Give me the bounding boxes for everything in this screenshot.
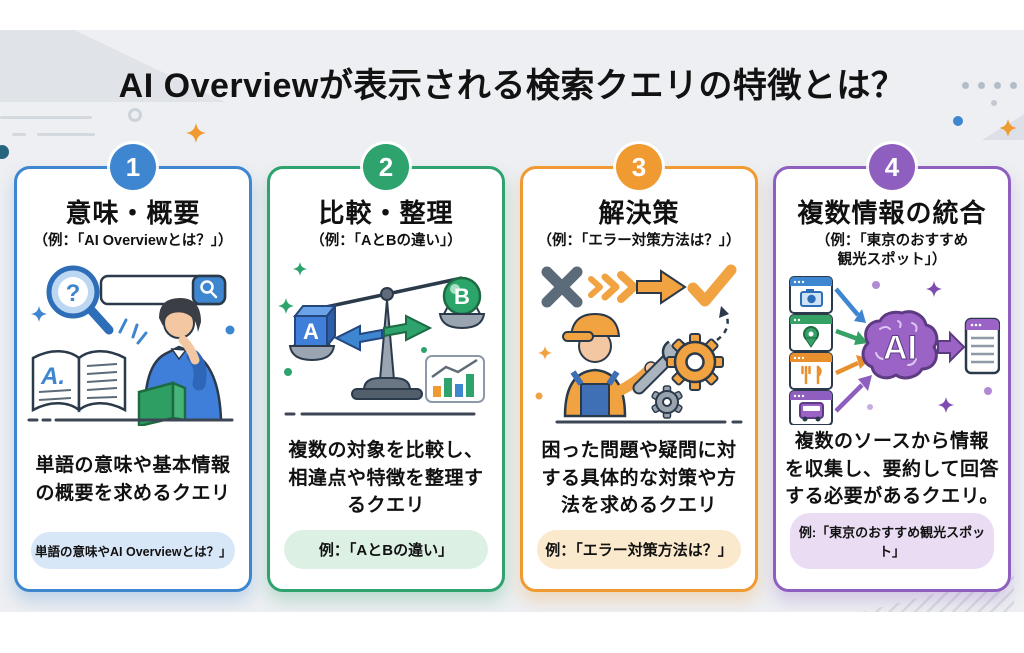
decor-dot bbox=[225, 325, 235, 335]
card-title: 複数情報の統合 bbox=[797, 198, 987, 228]
balance-scale: A B bbox=[288, 276, 486, 401]
sparkle-icon bbox=[538, 346, 552, 361]
card-title: 解決策 bbox=[598, 198, 680, 228]
card-title: 意味・概要 bbox=[65, 198, 201, 228]
card-subtitle: （例：「AとBの違い」） bbox=[310, 233, 462, 249]
check-icon bbox=[687, 264, 737, 307]
card-illustration-balance-scale: A B bbox=[278, 255, 494, 427]
sparkle-icon bbox=[999, 119, 1017, 137]
search-bar bbox=[99, 274, 227, 306]
sphere-b: B bbox=[442, 276, 482, 316]
arrow-icon bbox=[636, 269, 687, 305]
card-meaning-overview: 1 意味・概要 （例：「AI Overviewとは？」） ? bbox=[14, 144, 252, 592]
card-description: 複数のソースから情報 を収集し、要約して回答 する必要があるクエリ。 bbox=[785, 431, 999, 508]
sparkle-icon bbox=[278, 262, 307, 315]
map-pin-icon bbox=[803, 326, 819, 349]
sparkle-icon bbox=[186, 123, 206, 143]
source-window-map bbox=[789, 275, 833, 353]
chart-card-icon bbox=[425, 355, 485, 404]
card-multi-source-integration: 4 複数情報の統合 （例：「東京のおすすめ 観光スポット」） bbox=[773, 144, 1011, 592]
search-icon bbox=[200, 280, 218, 299]
ai-brain-icon: AI bbox=[861, 310, 939, 380]
decor-line bbox=[37, 133, 95, 136]
utensils-icon bbox=[801, 366, 822, 385]
cards-row: 1 意味・概要 （例：「AI Overviewとは？」） ? bbox=[14, 144, 1011, 592]
page-title: AI Overviewが表示される検索クエリの特徴とは？ bbox=[118, 67, 906, 105]
sparkle-icon bbox=[31, 306, 47, 323]
svg-text:A.: A. bbox=[40, 363, 65, 390]
decor-dot bbox=[867, 404, 873, 411]
gear-icon bbox=[666, 333, 724, 392]
card-compare-organize: 2 比較・整理 （例：「AとBの違い」） bbox=[267, 144, 505, 592]
card-example-pill: 例:「東京のおすすめ観光スポット」 bbox=[790, 513, 994, 569]
infographic-canvas: AI Overviewが表示される検索クエリの特徴とは？ 1 意味・概要 （例：… bbox=[0, 30, 1024, 612]
decor-dash bbox=[12, 133, 26, 136]
card-illustration-ai-aggregation: AI bbox=[784, 274, 1000, 426]
camera-icon bbox=[800, 289, 823, 308]
card-example-pill: 単語の意味やAI Overviewとは？」 bbox=[31, 532, 235, 569]
card-subtitle: （例：「東京のおすすめ 観光スポット」） bbox=[815, 233, 969, 269]
decor-dot bbox=[535, 392, 543, 400]
card-title: 比較・整理 bbox=[318, 198, 454, 228]
small-gear-icon bbox=[651, 385, 683, 419]
result-document-icon bbox=[964, 318, 1000, 375]
decor-line bbox=[0, 116, 92, 119]
cube-a: A bbox=[292, 303, 338, 349]
flow-arrows bbox=[834, 287, 872, 413]
card-subtitle: （例：「エラー対策方法は？」） bbox=[537, 233, 741, 249]
card-description: 困った問題や疑問に対 する具体的な対策や方 法を求めるクエリ bbox=[541, 440, 737, 517]
sparkle-icon bbox=[926, 281, 954, 414]
open-book-icon: A. bbox=[31, 350, 127, 413]
card-subtitle: （例：「AI Overviewとは？」） bbox=[33, 233, 233, 249]
decor-dot bbox=[284, 368, 292, 377]
decor-circle-outline bbox=[128, 108, 142, 122]
source-window-bus bbox=[789, 390, 833, 426]
decor-dot-blue bbox=[953, 116, 963, 126]
worker-person bbox=[562, 313, 658, 418]
decor-dot-gray bbox=[991, 100, 997, 106]
card-number-badge: 4 bbox=[869, 144, 915, 190]
arrow-icon bbox=[937, 330, 966, 364]
decor-dot bbox=[984, 387, 992, 396]
compare-arrows-icon bbox=[333, 314, 433, 352]
card-description: 単語の意味や基本情報 の概要を求めるクエリ bbox=[35, 455, 231, 504]
decor-dot bbox=[872, 281, 880, 290]
progress-arrow-icon bbox=[588, 271, 638, 304]
curved-arrow-icon bbox=[716, 306, 729, 342]
decor-dot-teal bbox=[0, 145, 9, 159]
card-illustration-search-reading: ? A. bbox=[25, 255, 241, 427]
emphasis-ticks bbox=[118, 318, 148, 345]
svg-text:A: A bbox=[303, 319, 319, 344]
card-number-badge: 1 bbox=[110, 144, 156, 190]
card-number-badge: 2 bbox=[363, 144, 409, 190]
decor-dots-row bbox=[962, 82, 1024, 89]
magnifier-icon: ? bbox=[46, 265, 114, 335]
card-example-pill: 例：「エラー対策方法は？」 bbox=[537, 530, 741, 569]
svg-text:B: B bbox=[454, 284, 470, 309]
svg-text:?: ? bbox=[66, 280, 81, 307]
svg-text:AI: AI bbox=[883, 329, 917, 367]
decor-dot bbox=[421, 347, 427, 354]
source-window-food bbox=[789, 352, 833, 391]
bus-icon bbox=[799, 402, 824, 422]
card-number-badge: 3 bbox=[616, 144, 662, 190]
source-window-photo bbox=[789, 276, 833, 315]
thinking-person bbox=[137, 298, 223, 427]
card-illustration-worker-fixing bbox=[531, 255, 747, 427]
card-description: 複数の対象を比較し、 相違点や特徴を整理す るクエリ bbox=[288, 440, 484, 517]
card-solution: 3 解決策 （例：「エラー対策方法は？」） bbox=[520, 144, 758, 592]
x-mark-icon bbox=[541, 266, 583, 308]
card-example-pill: 例：「AとBの違い」 bbox=[284, 530, 488, 569]
